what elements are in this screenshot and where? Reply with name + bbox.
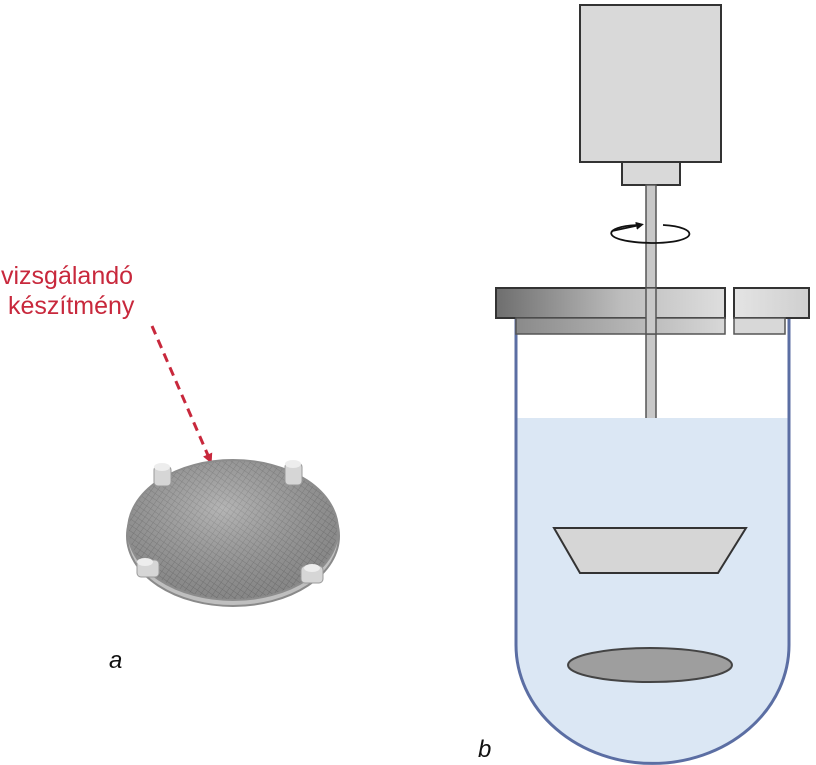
motor-housing (579, 4, 722, 163)
sample-mesh-disc (126, 459, 340, 607)
disc-foot (136, 558, 160, 578)
panel-a: vizsgálandó készítmény (1, 262, 340, 674)
disc-foot (284, 460, 303, 486)
vessel-lid-left (495, 287, 726, 319)
disc-foot (300, 564, 324, 584)
callout-label-line2: készítmény (8, 292, 135, 320)
callout-arrow (150, 325, 213, 464)
panel-a-label: a (109, 647, 122, 674)
panel-b: b (478, 4, 810, 765)
motor-coupling (621, 161, 681, 186)
callout-label-line1: vizsgálandó (1, 262, 133, 290)
panel-b-label: b (478, 736, 491, 763)
lid-rim-left (515, 317, 726, 335)
sample-disc-in-vessel (567, 647, 733, 683)
paddle-blade (552, 527, 748, 574)
rotation-arrow-icon (610, 221, 691, 244)
disc-foot (153, 463, 172, 487)
vessel-lid-right (733, 287, 810, 319)
lid-rim-right (733, 317, 786, 335)
vessel-wall (514, 318, 791, 765)
vessel-liquid (516, 418, 789, 764)
